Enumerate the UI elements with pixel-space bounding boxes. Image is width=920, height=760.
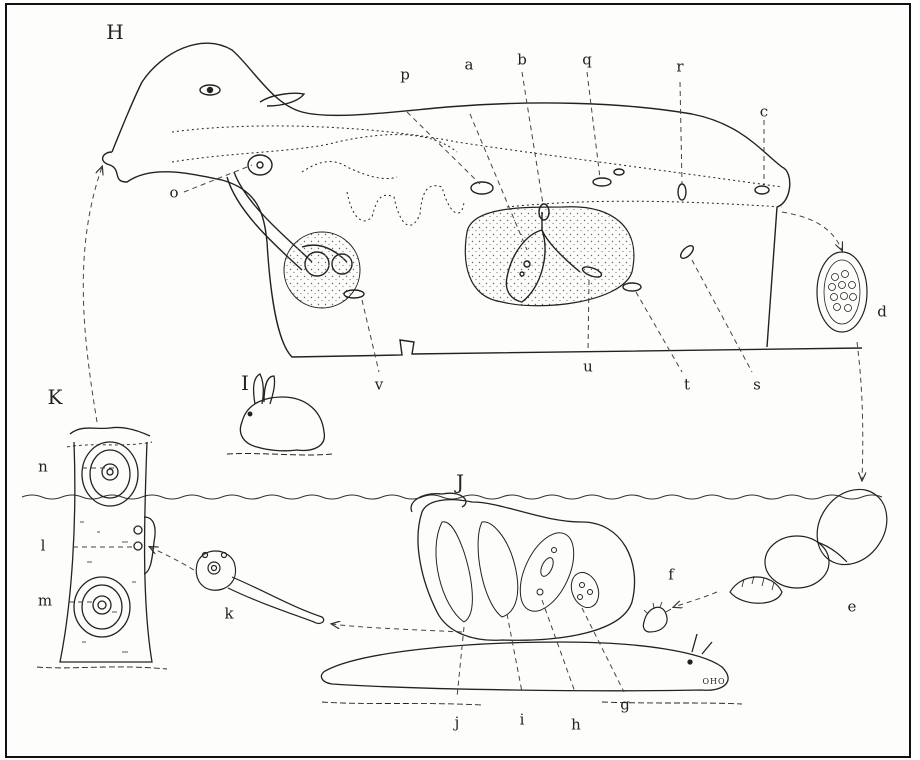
label-h: h (571, 718, 581, 733)
arrow-to-snail (674, 592, 717, 607)
stage-t (623, 283, 641, 291)
arrow-to-egg (782, 212, 842, 250)
rediae-i (436, 522, 518, 622)
label-r: r (676, 60, 683, 75)
label-s: s (753, 378, 761, 393)
label-g: g (620, 698, 630, 713)
cercaria-k (196, 551, 323, 623)
figure-frame: H I J K a b c d e f g h i j k l m n o p … (5, 3, 911, 758)
snail-foot (321, 642, 728, 691)
grass-stem (37, 427, 167, 669)
label-e: e (848, 600, 857, 615)
arrow-to-cercaria (332, 624, 462, 632)
label-b: b (517, 53, 527, 68)
label-k: k (224, 607, 233, 622)
arrow-to-host (83, 167, 102, 422)
stage-r (678, 184, 686, 200)
label-q: q (582, 53, 592, 68)
label-o: o (169, 186, 178, 201)
snail-shell (418, 500, 635, 641)
sheep-back-line (767, 207, 777, 347)
label-n: n (38, 460, 48, 475)
snail-host (321, 493, 742, 705)
life-cycle-diagram (7, 5, 913, 760)
label-u: u (583, 360, 593, 375)
sporocyst-f (643, 602, 671, 632)
stage-p (471, 182, 493, 194)
sheep-host (103, 43, 862, 357)
panel-label-i: I (241, 373, 249, 393)
label-v: v (375, 378, 383, 393)
label-i: i (520, 713, 525, 728)
label-f: f (668, 568, 674, 583)
label-d: d (877, 305, 887, 320)
arrow-to-water (857, 342, 863, 480)
sac-h (509, 525, 584, 620)
cyst-m (74, 577, 130, 637)
stage-s (679, 244, 696, 261)
label-t: t (684, 378, 690, 393)
label-c: c (760, 105, 768, 120)
liver (465, 207, 634, 306)
cyst-n (82, 442, 138, 506)
sheep-ear (260, 93, 304, 106)
label-a: a (465, 58, 474, 73)
label-m: m (38, 594, 52, 609)
sheep-eye-icon (200, 85, 220, 95)
panel-label-j: J (456, 472, 464, 492)
label-j: j (455, 716, 460, 731)
egg-d (817, 252, 867, 332)
arrow-to-cyst (150, 547, 194, 570)
water-surface (22, 495, 882, 499)
stage-q (593, 178, 611, 186)
digestive-tract (172, 126, 782, 225)
label-p: p (400, 68, 410, 83)
sheep-outline (103, 43, 862, 357)
artist-signature: OHO (702, 678, 725, 686)
panel-label-h: H (106, 22, 123, 42)
stage-c (755, 186, 769, 194)
lung-region (284, 232, 360, 308)
panel-label-k: K (48, 387, 63, 407)
sac-g (567, 569, 604, 612)
label-l: l (41, 539, 46, 554)
